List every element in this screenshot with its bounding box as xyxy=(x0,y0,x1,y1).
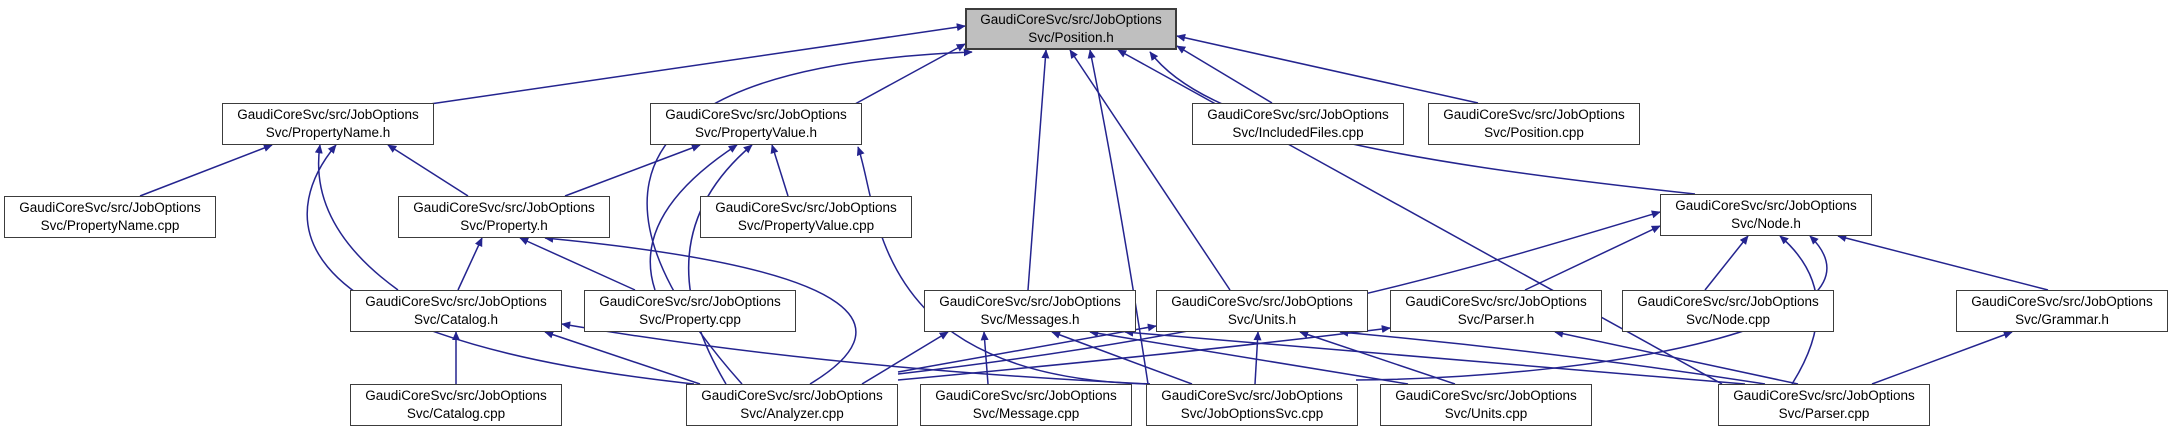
edge-propertyname-h-to-position-h xyxy=(429,23,966,105)
graph-node-node-h[interactable]: GaudiCoreSvc/src/JobOptions Svc/Node.h xyxy=(1660,194,1872,236)
graph-node-includedfiles-cpp[interactable]: GaudiCoreSvc/src/JobOptions Svc/Included… xyxy=(1192,103,1404,145)
node-label: GaudiCoreSvc/src/JobOptions Svc/Node.cpp xyxy=(1637,294,1819,327)
node-label: GaudiCoreSvc/src/JobOptions Svc/Property… xyxy=(19,200,201,233)
node-label: GaudiCoreSvc/src/JobOptions Svc/Message.… xyxy=(935,388,1117,421)
edge-propertyvalue-h-to-position-h xyxy=(854,43,966,105)
edge-units-cpp-to-units-h xyxy=(1299,330,1456,385)
node-label: GaudiCoreSvc/src/JobOptions Svc/Catalog.… xyxy=(365,294,547,327)
edge-position-cpp-to-position-h xyxy=(1176,33,1479,104)
node-label: GaudiCoreSvc/src/JobOptions Svc/Property… xyxy=(599,294,781,327)
graph-node-analyzer-cpp[interactable]: GaudiCoreSvc/src/JobOptions Svc/Analyzer… xyxy=(686,384,898,426)
edge-propertyvalue-cpp-to-propertyvalue-h xyxy=(770,144,789,197)
edge-includedfiles-cpp-to-position-h xyxy=(1176,45,1273,104)
node-label: GaudiCoreSvc/src/JobOptions Svc/Property… xyxy=(237,107,419,140)
edge-analyzer-cpp-to-messages-h xyxy=(861,331,949,385)
graph-node-position-cpp[interactable]: GaudiCoreSvc/src/JobOptions Svc/Position… xyxy=(1428,103,1640,145)
edge-catalog-h-to-propertyname-h xyxy=(314,144,399,291)
node-label: GaudiCoreSvc/src/JobOptions Svc/JobOptio… xyxy=(1161,388,1343,421)
node-label: GaudiCoreSvc/src/JobOptions Svc/Grammar.… xyxy=(1971,294,2153,327)
edge-property-h-to-propertyvalue-h xyxy=(564,144,701,197)
graph-node-messages-h[interactable]: GaudiCoreSvc/src/JobOptions Svc/Messages… xyxy=(924,290,1136,332)
edge-parser-cpp-to-units-h xyxy=(1339,328,1766,385)
edge-property-cpp-to-property-h xyxy=(519,237,636,291)
edge-parser-cpp-to-parser-h xyxy=(1554,329,1799,385)
edge-parser-cpp-to-position-h xyxy=(1117,49,1723,385)
node-label: GaudiCoreSvc/src/JobOptions Svc/Position… xyxy=(1443,107,1625,140)
edge-node-cpp-to-node-h xyxy=(1704,235,1749,291)
edge-analyzer-cpp-to-propertyvalue-h xyxy=(687,144,753,385)
node-label: GaudiCoreSvc/src/JobOptions Svc/Position… xyxy=(980,12,1162,45)
node-label: GaudiCoreSvc/src/JobOptions Svc/Included… xyxy=(1207,107,1389,140)
edge-analyzer-cpp-to-propertyname-h xyxy=(306,144,695,385)
graph-node-property-cpp[interactable]: GaudiCoreSvc/src/JobOptions Svc/Property… xyxy=(584,290,796,332)
edge-analyzer-cpp-to-units-h xyxy=(897,323,1157,373)
graph-node-grammar-h[interactable]: GaudiCoreSvc/src/JobOptions Svc/Grammar.… xyxy=(1956,290,2168,332)
edge-jobobtionssvc-cpp-to-propertyvalue-h xyxy=(856,146,1151,385)
graph-node-catalog-cpp[interactable]: GaudiCoreSvc/src/JobOptions Svc/Catalog.… xyxy=(350,384,562,426)
edge-parser-h-to-node-h xyxy=(1524,225,1661,291)
node-label: GaudiCoreSvc/src/JobOptions Svc/Parser.h xyxy=(1405,294,1587,327)
edge-jobobtionssvc-cpp-to-node-h xyxy=(1355,235,1828,381)
node-label: GaudiCoreSvc/src/JobOptions Svc/Property… xyxy=(665,107,847,140)
edge-grammar-h-to-node-h xyxy=(1837,234,2049,291)
edge-analyzer-cpp-to-parser-h xyxy=(897,325,1391,381)
graph-node-propertyvalue-cpp[interactable]: GaudiCoreSvc/src/JobOptions Svc/Property… xyxy=(700,196,912,238)
edge-units-cpp-to-messages-h xyxy=(1089,329,1409,385)
node-label: GaudiCoreSvc/src/JobOptions Svc/Analyzer… xyxy=(701,388,883,421)
graph-node-jobobtionssvc-cpp[interactable]: GaudiCoreSvc/src/JobOptions Svc/JobOptio… xyxy=(1146,384,1358,426)
graph-node-message-cpp[interactable]: GaudiCoreSvc/src/JobOptions Svc/Message.… xyxy=(920,384,1132,426)
edge-propertyname-cpp-to-propertyname-h xyxy=(139,144,273,197)
edge-property-h-to-propertyname-h xyxy=(387,144,469,197)
graph-node-propertyname-cpp[interactable]: GaudiCoreSvc/src/JobOptions Svc/Property… xyxy=(4,196,216,238)
graph-node-property-h[interactable]: GaudiCoreSvc/src/JobOptions Svc/Property… xyxy=(398,196,610,238)
node-label: GaudiCoreSvc/src/JobOptions Svc/Messages… xyxy=(939,294,1121,327)
graph-node-parser-cpp[interactable]: GaudiCoreSvc/src/JobOptions Svc/Parser.c… xyxy=(1718,384,1930,426)
edge-property-cpp-to-propertyvalue-h xyxy=(649,144,738,291)
node-label: GaudiCoreSvc/src/JobOptions Svc/Units.h xyxy=(1171,294,1353,327)
edge-catalog-h-to-property-h xyxy=(457,237,483,291)
edge-parser-cpp-to-messages-h xyxy=(1124,328,1746,385)
graph-node-units-cpp[interactable]: GaudiCoreSvc/src/JobOptions Svc/Units.cp… xyxy=(1380,384,1592,426)
edge-units-h-to-position-h xyxy=(1069,49,1231,291)
edge-parser-cpp-to-grammar-h xyxy=(1871,331,2013,385)
edge-jobobtionssvc-cpp-to-position-h xyxy=(1087,49,1149,385)
graph-node-position-h[interactable]: GaudiCoreSvc/src/JobOptions Svc/Position… xyxy=(965,8,1177,50)
graph-node-propertyname-h[interactable]: GaudiCoreSvc/src/JobOptions Svc/Property… xyxy=(222,103,434,145)
node-label: GaudiCoreSvc/src/JobOptions Svc/Units.cp… xyxy=(1395,388,1577,421)
node-label: GaudiCoreSvc/src/JobOptions Svc/Catalog.… xyxy=(365,388,547,421)
node-label: GaudiCoreSvc/src/JobOptions Svc/Node.h xyxy=(1675,198,1857,231)
edge-jobobtionssvc-cpp-to-units-h xyxy=(1253,331,1262,385)
edge-message-cpp-to-messages-h xyxy=(980,331,989,385)
node-label: GaudiCoreSvc/src/JobOptions Svc/Parser.c… xyxy=(1733,388,1915,421)
node-label: GaudiCoreSvc/src/JobOptions Svc/Property… xyxy=(413,200,595,233)
node-label: GaudiCoreSvc/src/JobOptions Svc/Property… xyxy=(715,200,897,233)
edge-analyzer-cpp-to-catalog-h xyxy=(544,330,701,385)
edge-jobobtionssvc-cpp-to-catalog-h xyxy=(561,321,1151,385)
graph-node-parser-h[interactable]: GaudiCoreSvc/src/JobOptions Svc/Parser.h xyxy=(1390,290,1602,332)
graph-node-propertyvalue-h[interactable]: GaudiCoreSvc/src/JobOptions Svc/Property… xyxy=(650,103,862,145)
graph-node-node-cpp[interactable]: GaudiCoreSvc/src/JobOptions Svc/Node.cpp xyxy=(1622,290,1834,332)
edge-messages-h-to-position-h xyxy=(1027,49,1050,291)
graph-node-units-h[interactable]: GaudiCoreSvc/src/JobOptions Svc/Units.h xyxy=(1156,290,1368,332)
graph-node-catalog-h[interactable]: GaudiCoreSvc/src/JobOptions Svc/Catalog.… xyxy=(350,290,562,332)
